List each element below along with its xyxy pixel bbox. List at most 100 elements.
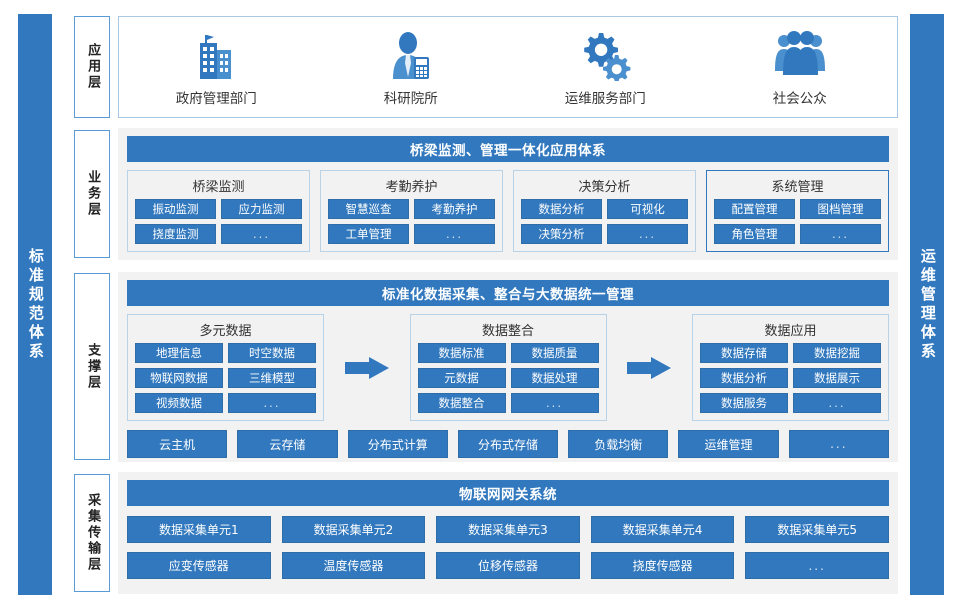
chip-role-management[interactable]: 角色管理: [714, 224, 795, 244]
chip-visualization[interactable]: 可视化: [607, 199, 688, 219]
actor-government-label: 政府管理部门: [175, 91, 257, 107]
chip-smart-inspection[interactable]: 智慧巡查: [328, 199, 409, 219]
infra-om-management[interactable]: 运维管理: [678, 430, 779, 458]
collection-unit-4[interactable]: 数据采集单元4: [590, 516, 735, 543]
business-group-attendance-maintenance: 考勤养护 智慧巡查 考勤养护 工单管理 ...: [320, 170, 503, 252]
layer-tag-application-label: 应用层: [85, 43, 101, 91]
business-group-row: 桥梁监测 振动监测 应力监测 挠度监测 ... 考勤养护 智慧巡查 考勤养护 工…: [127, 170, 889, 252]
chip-data-integration[interactable]: 数据整合: [417, 393, 506, 413]
chip-geographic-information[interactable]: 地理信息: [135, 343, 223, 363]
chip-decision-analysis[interactable]: 决策分析: [521, 224, 602, 244]
actor-research-institute-label: 科研院所: [383, 91, 438, 107]
gears-icon: [579, 27, 631, 81]
right-banner-label: 运维管理体系: [918, 247, 937, 362]
chip-data-quality[interactable]: 数据质量: [510, 343, 599, 363]
chip-data-mining[interactable]: 数据挖掘: [793, 343, 881, 363]
chip-more[interactable]: ...: [228, 393, 316, 413]
chip-grid: 振动监测 应力监测 挠度监测 ...: [135, 199, 302, 244]
chip-stress-monitoring[interactable]: 应力监测: [221, 199, 302, 219]
infra-more[interactable]: ...: [788, 430, 889, 458]
sensor-displacement[interactable]: 位移传感器: [436, 552, 580, 579]
layer-tag-business-label: 业务层: [85, 170, 101, 218]
infra-cloud-storage[interactable]: 云存储: [237, 430, 338, 458]
infra-cloud-host[interactable]: 云主机: [127, 430, 228, 458]
group-caption: 数据应用: [764, 324, 817, 339]
chip-deflection-monitoring[interactable]: 挠度监测: [135, 224, 216, 244]
actor-research-institute[interactable]: 科研院所: [314, 27, 509, 107]
actor-om-service[interactable]: 运维服务部门: [508, 27, 703, 107]
right-vertical-banner: 运维管理体系: [910, 14, 944, 595]
sensor-temperature[interactable]: 温度传感器: [281, 552, 426, 579]
business-group-bridge-monitoring: 桥梁监测 振动监测 应力监测 挠度监测 ...: [127, 170, 310, 252]
collection-unit-5[interactable]: 数据采集单元5: [745, 516, 889, 543]
business-band-title: 桥梁监测、管理一体化应用体系: [127, 136, 889, 162]
actor-government[interactable]: 政府管理部门: [119, 27, 314, 107]
business-group-decision-analysis: 决策分析 数据分析 可视化 决策分析 ...: [513, 170, 696, 252]
infrastructure-row: 云主机 云存储 分布式计算 分布式存储 负载均衡 运维管理 ...: [127, 430, 889, 458]
actor-public[interactable]: 社会公众: [703, 27, 898, 107]
sensor-strain[interactable]: 应变传感器: [127, 552, 271, 579]
application-actor-row: 政府管理部门: [119, 17, 897, 117]
collection-unit-2[interactable]: 数据采集单元2: [281, 516, 426, 543]
chip-grid: 数据存储 数据挖掘 数据分析 数据展示 数据服务 ...: [700, 343, 881, 413]
infra-distributed-storage[interactable]: 分布式存储: [457, 430, 559, 458]
chip-more[interactable]: ...: [800, 224, 881, 244]
chip-work-order-management[interactable]: 工单管理: [328, 224, 409, 244]
chip-config-management[interactable]: 配置管理: [714, 199, 795, 219]
chip-data-analysis[interactable]: 数据分析: [700, 368, 788, 388]
flow-arrow-2-cell: [607, 356, 693, 379]
flow-arrow-2-icon: [627, 356, 672, 379]
chip-data-analysis[interactable]: 数据分析: [521, 199, 602, 219]
group-caption: 系统管理: [771, 180, 824, 195]
business-layer-panel: 桥梁监测、管理一体化应用体系 桥梁监测 振动监测 应力监测 挠度监测 ... 考…: [118, 128, 898, 260]
chip-more[interactable]: ...: [221, 224, 302, 244]
layer-tag-collection: 采集传输层: [74, 474, 110, 592]
chip-more[interactable]: ...: [510, 393, 599, 413]
support-group-data-integration: 数据整合 数据标准 数据质量 元数据 数据处理 数据整合 ...: [409, 314, 607, 421]
flow-arrow-1-cell: [324, 356, 410, 379]
layer-tag-business: 业务层: [74, 130, 110, 258]
flow-arrow-1-icon: [344, 356, 389, 379]
chip-data-standard[interactable]: 数据标准: [417, 343, 506, 363]
chip-grid: 数据标准 数据质量 元数据 数据处理 数据整合 ...: [417, 343, 599, 413]
collection-unit-1[interactable]: 数据采集单元1: [127, 516, 271, 543]
chip-iot-data[interactable]: 物联网数据: [135, 368, 223, 388]
group-caption: 考勤养护: [385, 180, 438, 195]
people-group-icon: [772, 27, 828, 81]
support-band-title: 标准化数据采集、整合与大数据统一管理: [127, 280, 889, 306]
chip-more[interactable]: ...: [414, 224, 495, 244]
chip-spatiotemporal-data[interactable]: 时空数据: [228, 343, 316, 363]
chip-metadata[interactable]: 元数据: [417, 368, 506, 388]
collection-band-title: 物联网网关系统: [127, 480, 889, 506]
support-layer-panel: 标准化数据采集、整合与大数据统一管理 多元数据 地理信息 时空数据 物联网数据 …: [118, 272, 898, 462]
infra-distributed-computing[interactable]: 分布式计算: [347, 430, 448, 458]
chip-video-data[interactable]: 视频数据: [135, 393, 223, 413]
chip-data-storage[interactable]: 数据存储: [700, 343, 788, 363]
chip-grid: 数据分析 可视化 决策分析 ...: [521, 199, 688, 244]
left-banner-label: 标准规范体系: [26, 247, 45, 362]
chip-more[interactable]: ...: [607, 224, 688, 244]
group-caption: 决策分析: [578, 180, 631, 195]
collection-unit-3[interactable]: 数据采集单元3: [436, 516, 580, 543]
sensor-deflection[interactable]: 挠度传感器: [590, 552, 735, 579]
collection-layer-panel: 物联网网关系统 数据采集单元1 数据采集单元2 数据采集单元3 数据采集单元4 …: [118, 472, 898, 594]
sensor-more[interactable]: ...: [745, 552, 889, 579]
infra-load-balancing[interactable]: 负载均衡: [568, 430, 669, 458]
chip-3d-model[interactable]: 三维模型: [228, 368, 316, 388]
chip-data-presentation[interactable]: 数据展示: [793, 368, 881, 388]
chip-document-management[interactable]: 图档管理: [800, 199, 881, 219]
chip-grid: 地理信息 时空数据 物联网数据 三维模型 视频数据 ...: [135, 343, 316, 413]
collection-unit-row: 数据采集单元1 数据采集单元2 数据采集单元3 数据采集单元4 数据采集单元5: [127, 516, 889, 543]
group-caption: 多元数据: [199, 324, 252, 339]
actor-om-service-label: 运维服务部门: [564, 91, 646, 107]
researcher-icon: [386, 27, 436, 81]
chip-vibration-monitoring[interactable]: 振动监测: [135, 199, 216, 219]
support-group-multi-source-data: 多元数据 地理信息 时空数据 物联网数据 三维模型 视频数据 ...: [127, 314, 324, 421]
chip-attendance-maintenance[interactable]: 考勤养护: [414, 199, 495, 219]
layer-tag-support-label: 支撑层: [85, 342, 101, 391]
support-group-row: 多元数据 地理信息 时空数据 物联网数据 三维模型 视频数据 ... 数据整合: [127, 314, 889, 421]
chip-data-service[interactable]: 数据服务: [700, 393, 788, 413]
chip-more[interactable]: ...: [793, 393, 881, 413]
chip-data-processing[interactable]: 数据处理: [510, 368, 599, 388]
